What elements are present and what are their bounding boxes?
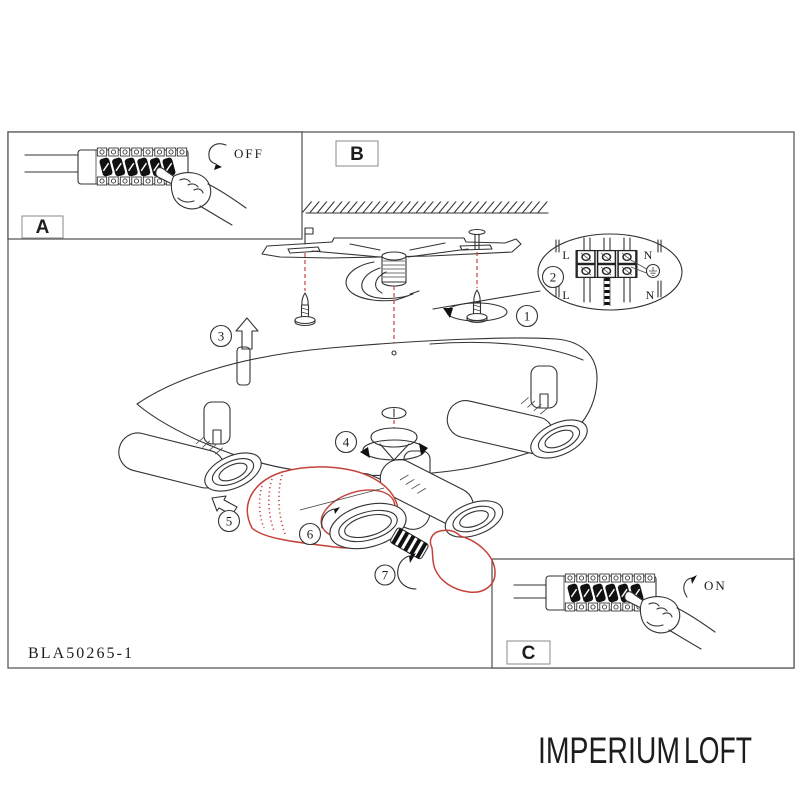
live-label-top: L — [562, 248, 569, 262]
lift-arrow-icon — [235, 317, 259, 350]
bulb-glass-outline — [429, 529, 496, 593]
turn-arrow-6-icon — [334, 507, 340, 514]
step-7-group: 7 — [374, 553, 417, 590]
cable-lines — [513, 584, 547, 599]
retaining-ring-icon — [329, 502, 407, 550]
ground-symbol-icon — [630, 259, 661, 279]
panel-b: 1 — [118, 140, 683, 593]
spot-lamp-right — [446, 395, 594, 467]
panel-a-label: A — [21, 215, 64, 239]
step-3-group: 3 — [209, 317, 259, 350]
product-code: BLA50265-1 — [28, 645, 133, 662]
step-number-1: 1 — [524, 309, 531, 324]
cable-lines — [24, 154, 79, 173]
step-6-group: 6 — [298, 507, 340, 546]
step-number-4: 4 — [343, 435, 350, 450]
step-circle-4: 4 — [334, 430, 358, 454]
ceiling-hatch-icon — [301, 201, 553, 214]
logo-secondary: LOFT — [684, 730, 752, 771]
step-number-3: 3 — [218, 329, 225, 344]
lamp-strap-right — [530, 365, 558, 409]
spot-lamp-left — [118, 432, 268, 500]
supply-wires — [345, 261, 420, 302]
step-4-group: 4 — [334, 406, 428, 461]
step-number-5: 5 — [226, 514, 233, 529]
logo-primary: IMPERIUM — [538, 730, 680, 771]
step-circle-3: 3 — [209, 324, 233, 348]
wiring-detail-bubble: L N L N 2 — [432, 233, 683, 311]
step-number-7: 7 — [382, 568, 389, 583]
step-circle-1: 1 — [515, 304, 539, 328]
neutral-label-bottom: N — [646, 288, 655, 302]
panel-a-letter: A — [36, 217, 50, 238]
switch-state-on: ON — [704, 578, 727, 593]
flip-off-arrow-icon — [208, 143, 227, 170]
step-circle-7: 7 — [374, 564, 396, 586]
terminal-block — [575, 249, 638, 279]
ceiling-screw-icon — [468, 228, 486, 250]
step-circle-6: 6 — [298, 522, 322, 546]
panel-b-letter: B — [350, 144, 364, 165]
lamp-strap-left — [203, 401, 231, 445]
step-number-6: 6 — [307, 527, 314, 542]
step-circle-5: 5 — [217, 509, 241, 533]
panel-c: ON C — [506, 574, 727, 665]
live-label-bottom: L — [562, 288, 569, 302]
mounting-bracket — [261, 227, 522, 302]
panel-b-label: B — [335, 140, 379, 167]
flip-on-arrow-icon — [683, 575, 697, 598]
turn-arrow-7-icon — [409, 553, 416, 563]
switch-state-off: OFF — [234, 146, 264, 161]
step-5-group: 5 — [211, 495, 241, 533]
panel-a: OFF A — [21, 143, 264, 239]
panel-c-letter: C — [522, 643, 536, 664]
step-number-2: 2 — [550, 270, 557, 285]
light-bulb — [390, 527, 496, 593]
panel-c-label: C — [506, 640, 551, 665]
step-circle-2: 2 — [541, 265, 565, 289]
spot-lamp-bottom — [379, 459, 509, 545]
rotate-arrow-step1-icon — [443, 302, 508, 322]
neutral-label-top: N — [644, 248, 653, 262]
brand-logo: IMPERIUM LOFT — [538, 730, 752, 771]
